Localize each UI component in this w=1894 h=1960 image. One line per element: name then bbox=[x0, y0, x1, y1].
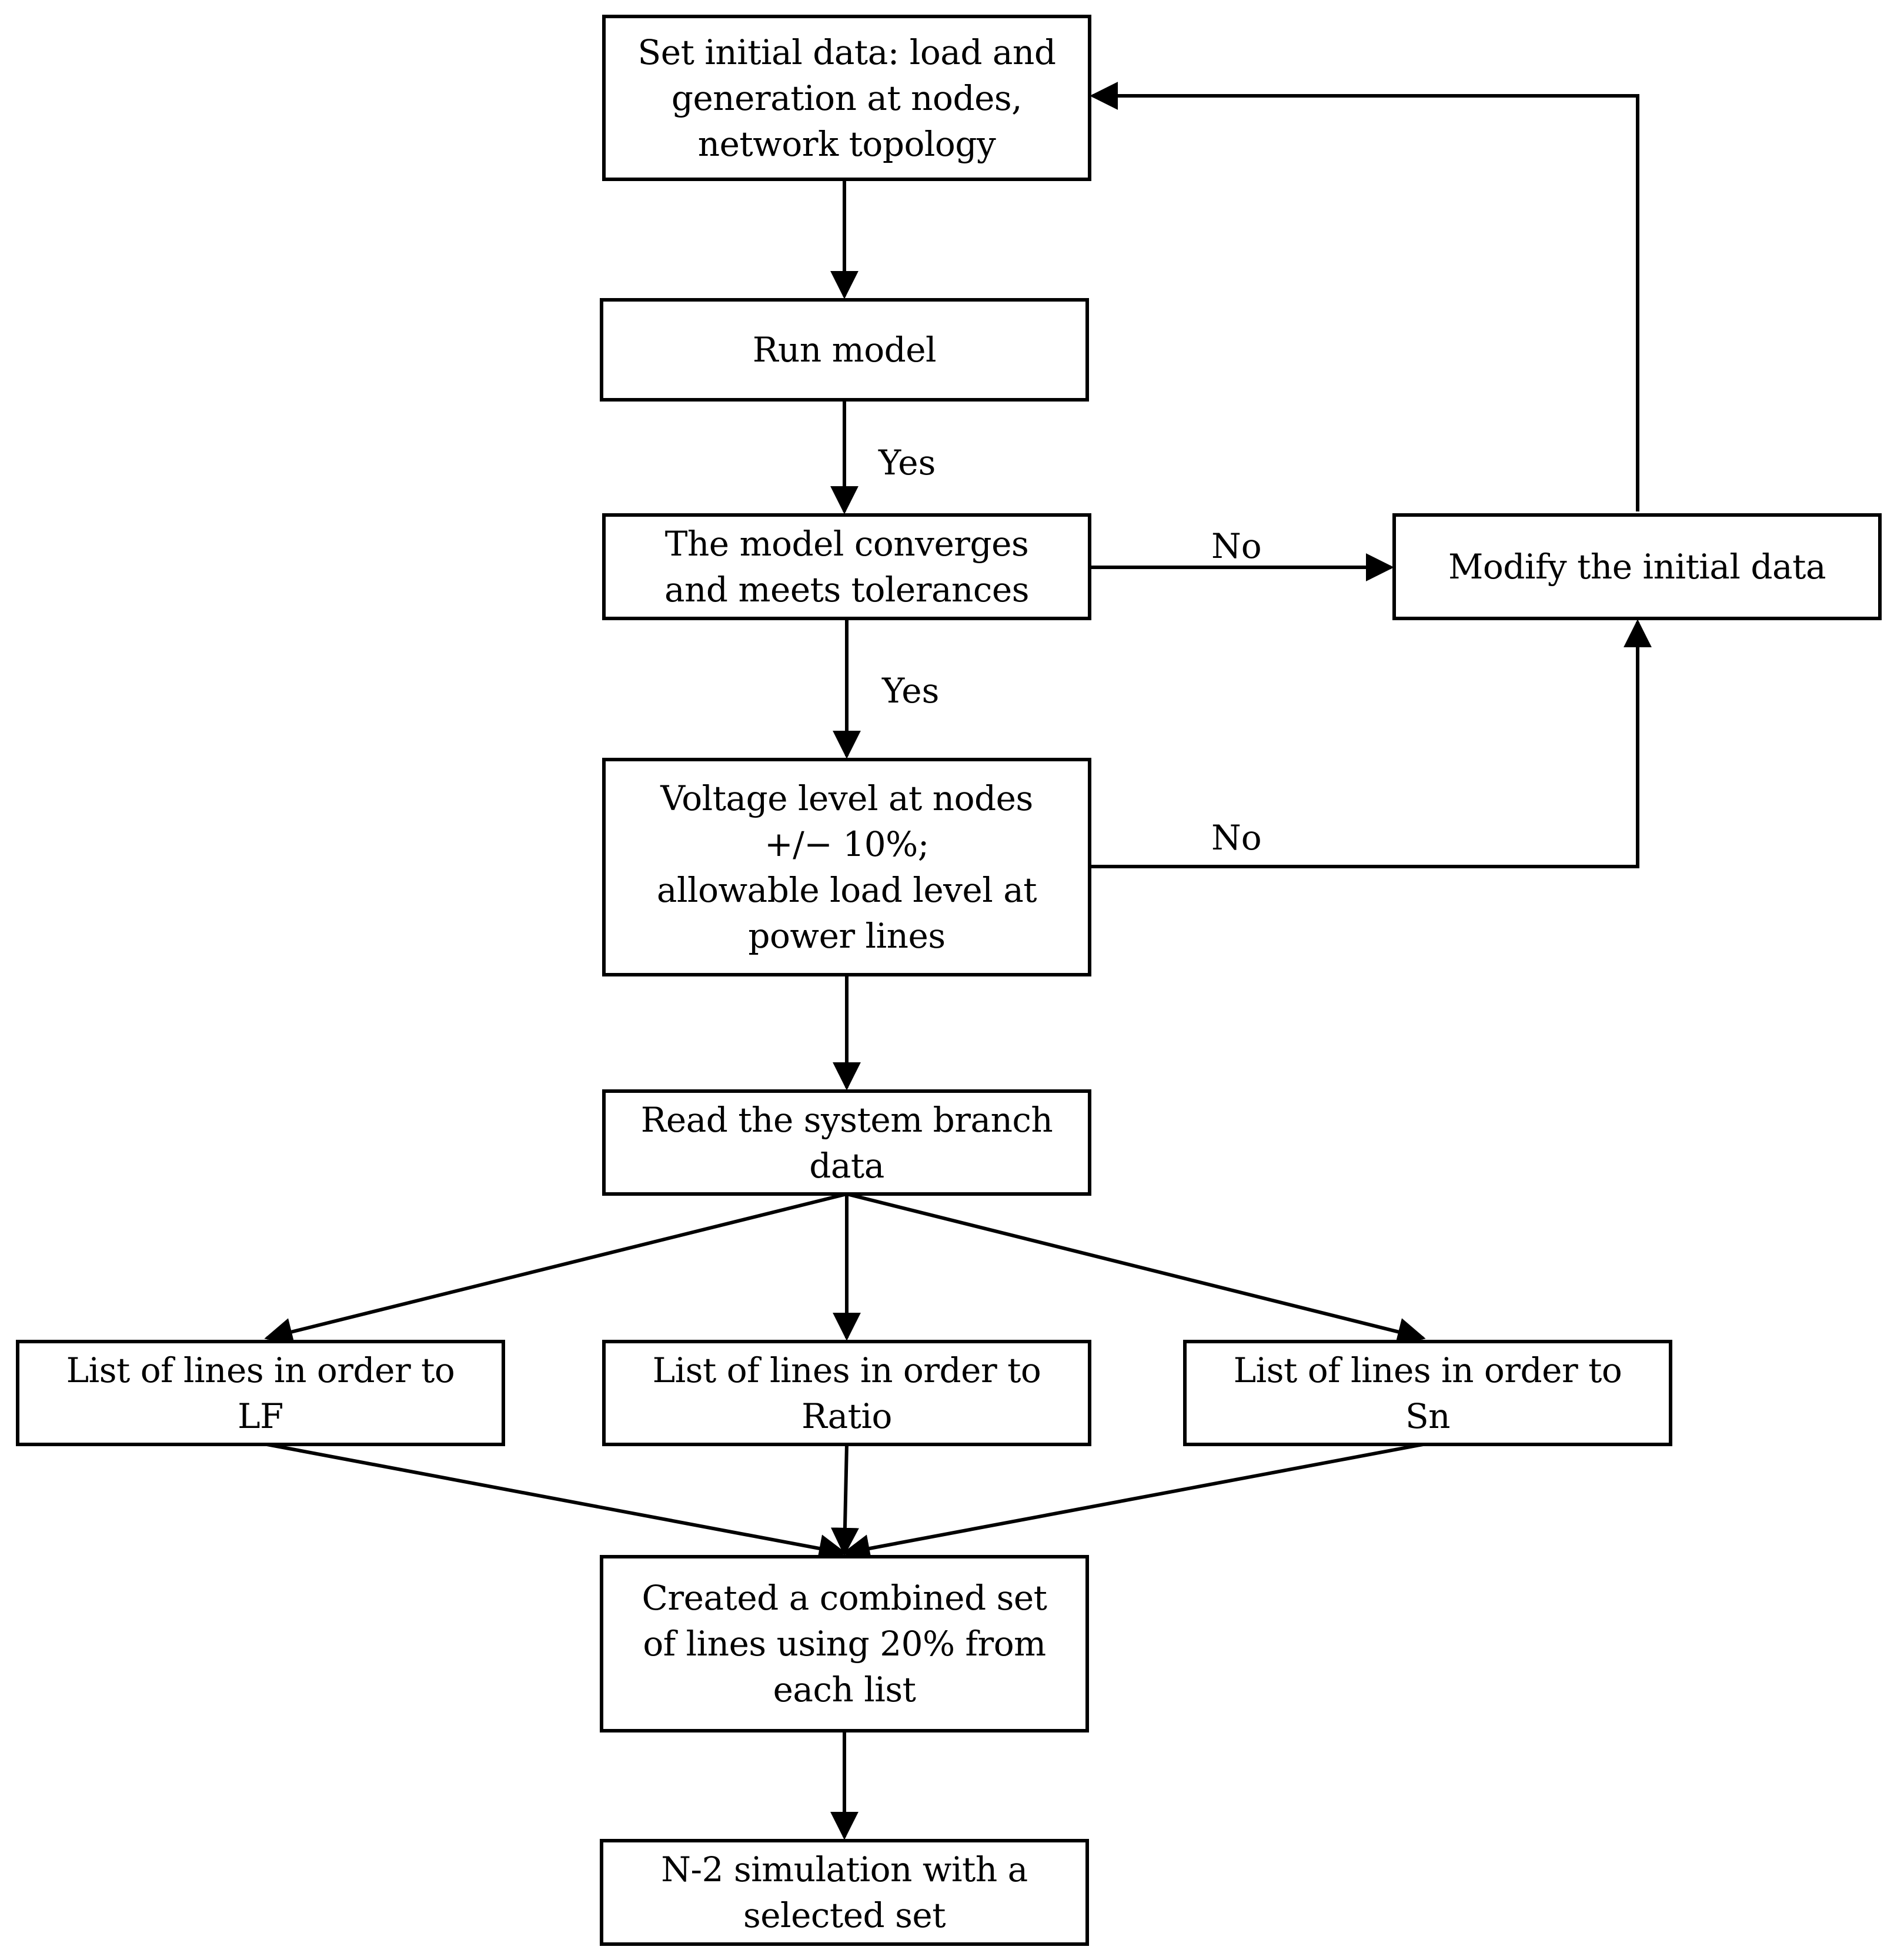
list-lf-box: List of lines in order to LF bbox=[16, 1340, 505, 1446]
combined-set-box: Created a combined set of lines using 20… bbox=[600, 1555, 1089, 1732]
set-initial-data-line-2: generation at nodes, bbox=[671, 78, 1023, 118]
list-ratio-line-2: Ratio bbox=[801, 1396, 892, 1436]
modify-initial-data-label: Modify the initial data bbox=[1448, 547, 1826, 587]
arrow-voltage-to-modify bbox=[1090, 619, 1652, 868]
arrow-list-lf-to-combined bbox=[266, 1443, 847, 1563]
converges-line-2: and meets tolerances bbox=[664, 570, 1030, 610]
list-ratio-box: List of lines in order to Ratio bbox=[602, 1340, 1091, 1446]
n2-simulation-line-1: N-2 simulation with a bbox=[661, 1849, 1028, 1889]
arrow-read-branch-to-list-sn bbox=[846, 1192, 1426, 1346]
read-branch-data-line-2: data bbox=[809, 1145, 884, 1186]
modify-initial-data-box: Modify the initial data bbox=[1392, 513, 1882, 620]
arrow-read-branch-to-list-lf bbox=[264, 1192, 847, 1346]
read-branch-data-line-1: Read the system branch bbox=[640, 1099, 1053, 1140]
set-initial-data-line-1: Set initial data: load and bbox=[637, 32, 1056, 72]
list-sn-line-1: List of lines in order to bbox=[1233, 1350, 1622, 1390]
set-initial-data-line-3: network topology bbox=[697, 123, 996, 164]
list-ratio-line-1: List of lines in order to bbox=[652, 1350, 1041, 1390]
run-model-label: Run model bbox=[752, 330, 937, 370]
run-model-box: Run model bbox=[600, 298, 1089, 402]
list-lf-line-1: List of lines in order to bbox=[66, 1350, 455, 1390]
voltage-level-line-1: Voltage level at nodes bbox=[660, 778, 1033, 818]
list-sn-box: List of lines in order to Sn bbox=[1183, 1340, 1672, 1446]
voltage-level-line-2: +/− 10%; bbox=[764, 824, 929, 864]
no-label-converges: No bbox=[1211, 526, 1262, 566]
no-label-voltage: No bbox=[1211, 818, 1262, 858]
converges-box: The model converges and meets tolerances bbox=[602, 513, 1091, 620]
list-lf-line-2: LF bbox=[238, 1396, 283, 1436]
voltage-level-box: Voltage level at nodes +/− 10%; allowabl… bbox=[602, 758, 1091, 976]
yes-label-run-model: Yes bbox=[878, 443, 936, 483]
combined-set-line-3: each list bbox=[773, 1670, 916, 1710]
combined-set-line-2: of lines using 20% from bbox=[643, 1624, 1046, 1664]
read-branch-data-box: Read the system branch data bbox=[602, 1089, 1091, 1196]
converges-line-1: The model converges bbox=[664, 524, 1029, 564]
list-sn-line-2: Sn bbox=[1405, 1396, 1451, 1436]
combined-set-line-1: Created a combined set bbox=[642, 1578, 1047, 1618]
yes-label-converges: Yes bbox=[882, 671, 940, 711]
arrow-list-ratio-to-combined bbox=[830, 1444, 859, 1556]
set-initial-data-box: Set initial data: load and generation at… bbox=[602, 15, 1091, 181]
arrow-list-sn-to-combined bbox=[841, 1443, 1424, 1563]
voltage-level-line-3: allowable load level at bbox=[656, 870, 1037, 910]
arrow-modify-to-set-initial bbox=[1090, 82, 1639, 511]
voltage-level-line-4: power lines bbox=[748, 916, 946, 956]
n2-simulation-box: N-2 simulation with a selected set bbox=[600, 1839, 1089, 1946]
n2-simulation-line-2: selected set bbox=[743, 1895, 946, 1935]
